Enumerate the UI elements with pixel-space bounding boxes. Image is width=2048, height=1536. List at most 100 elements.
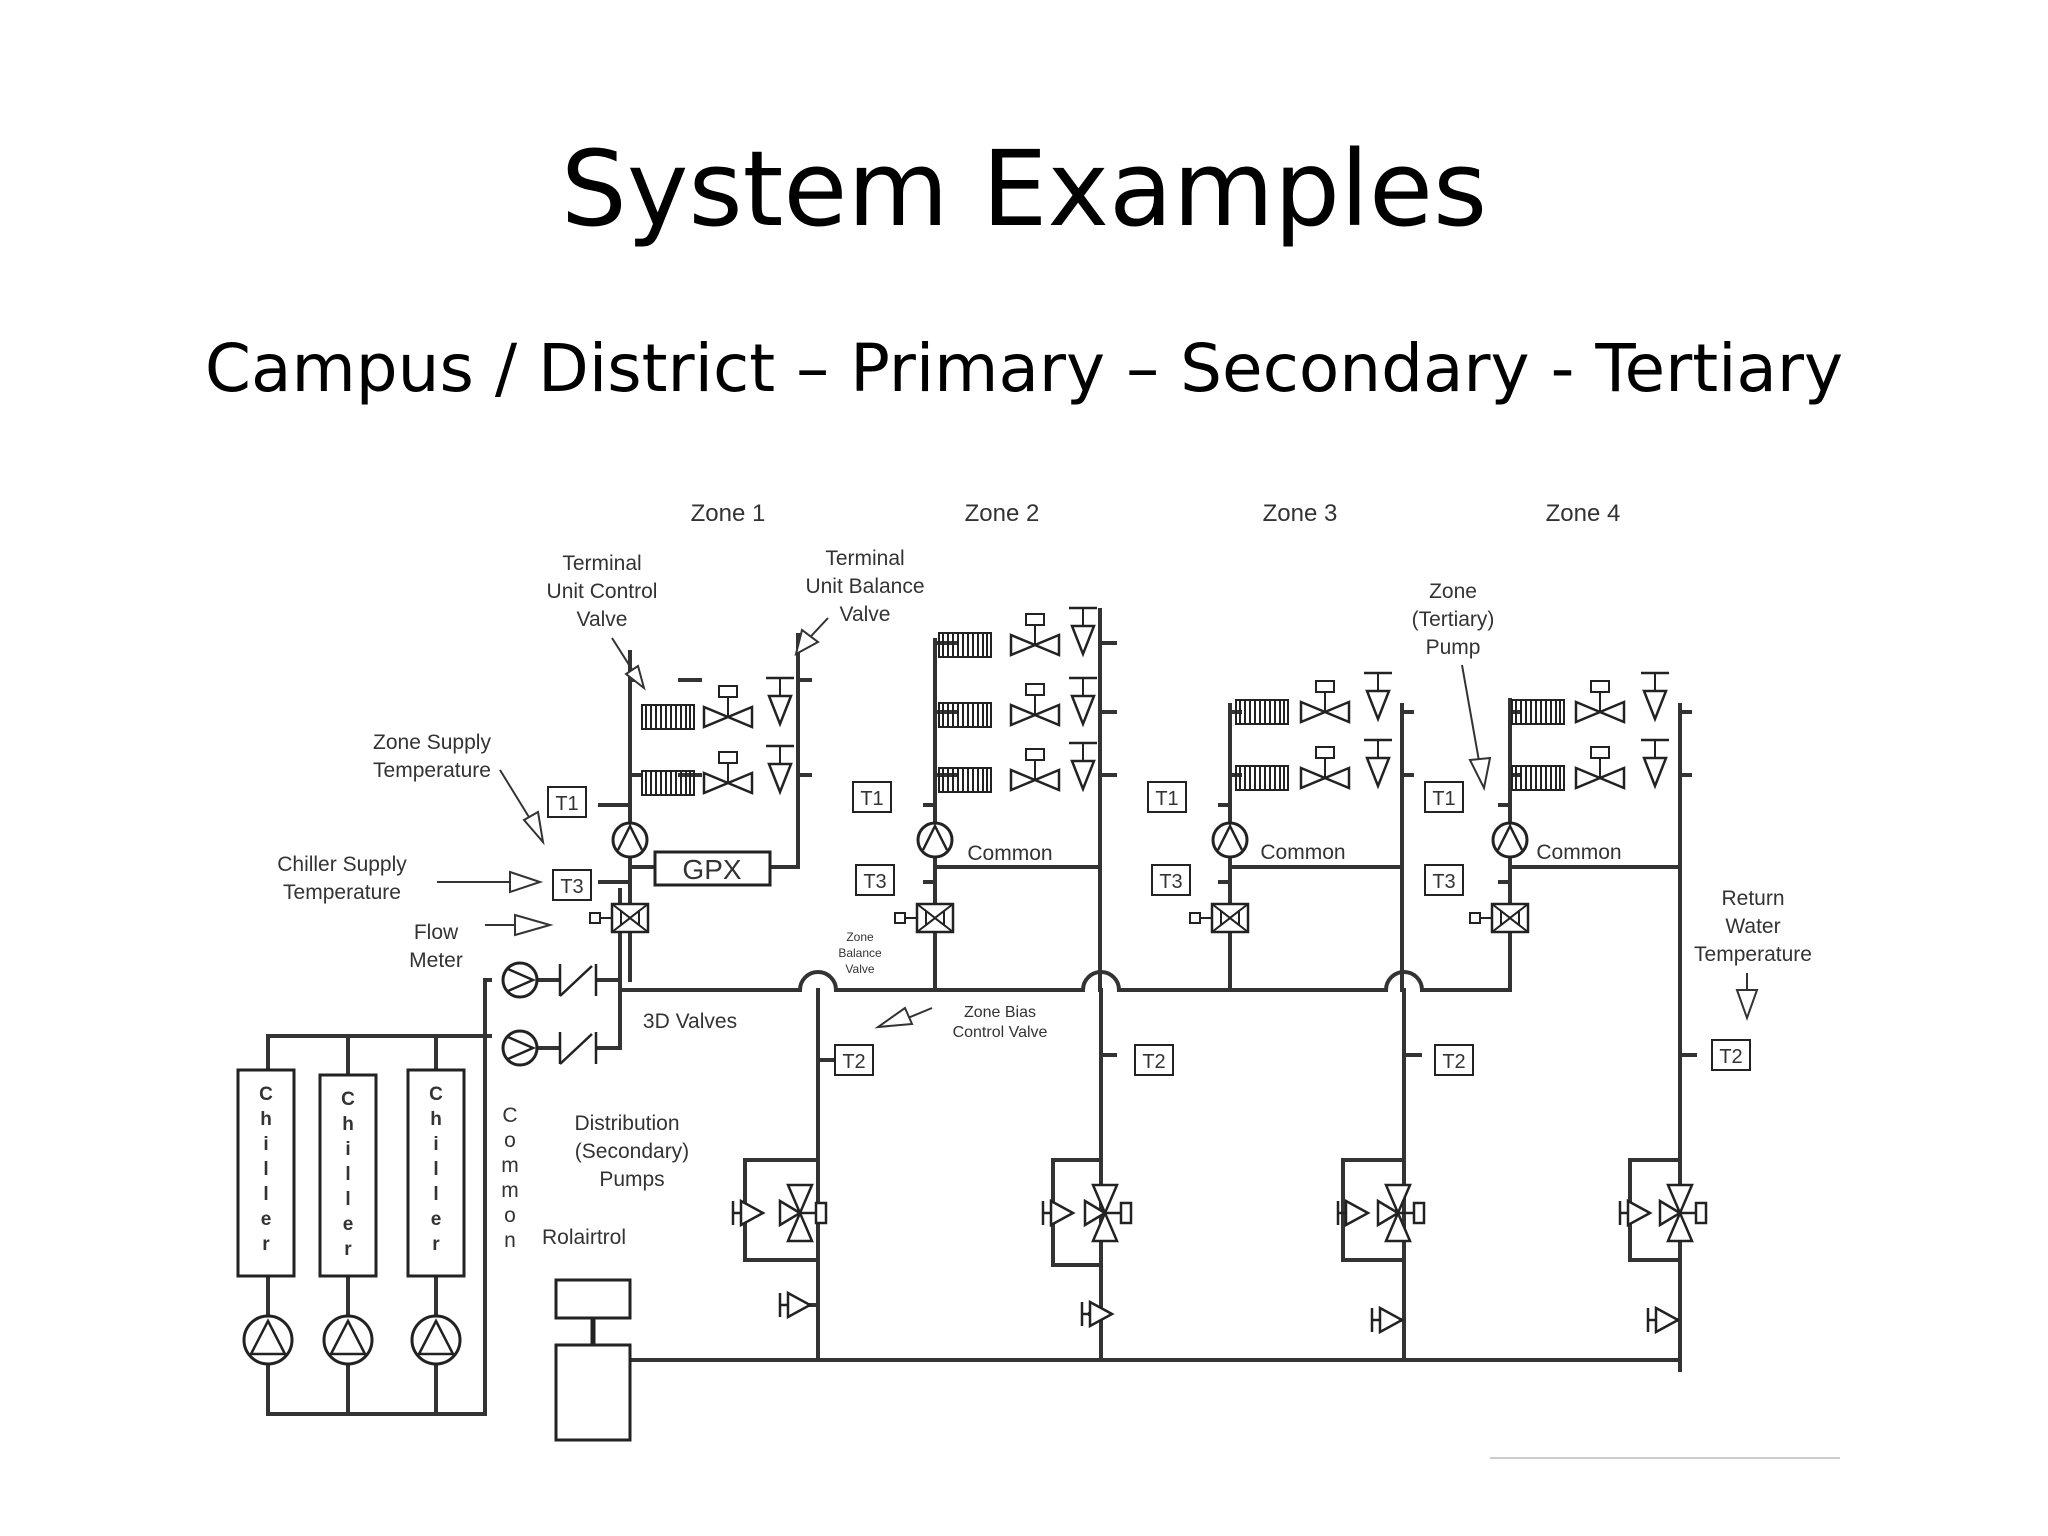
svg-text:h: h bbox=[342, 1114, 354, 1135]
svg-text:r: r bbox=[344, 1239, 352, 1260]
chiller-unit bbox=[236, 1068, 296, 1278]
svg-text:Valve: Valve bbox=[577, 608, 628, 631]
balance-valve-icon bbox=[1080, 1300, 1114, 1328]
chiller-pump-icon bbox=[410, 1314, 462, 1366]
svg-text:Terminal: Terminal bbox=[825, 547, 904, 570]
common-label: Common bbox=[1536, 841, 1621, 864]
svg-text:o: o bbox=[504, 1129, 516, 1152]
control-valve-icon bbox=[1574, 745, 1626, 790]
svg-text:Unit Balance: Unit Balance bbox=[805, 575, 924, 598]
sensor-tag-t1: T1 bbox=[547, 786, 587, 818]
svg-text:C: C bbox=[341, 1089, 355, 1110]
sensor-tag-t2: T2 bbox=[1434, 1044, 1474, 1076]
zone-balance-valve-icon bbox=[1468, 902, 1530, 934]
callout-zone-tertiary-pump: Zone (Tertiary) Pump bbox=[1412, 580, 1495, 659]
svg-text:Zone Supply: Zone Supply bbox=[373, 731, 491, 754]
sensor-tag-t1: T1 bbox=[1147, 781, 1187, 813]
callout-chiller-supply-temperature: Chiller Supply Temperature bbox=[277, 853, 407, 904]
check-valve-icon bbox=[558, 962, 598, 998]
sensor-tag-t3: T3 bbox=[1424, 864, 1464, 896]
svg-text:T2: T2 bbox=[1142, 1051, 1165, 1073]
zone-label: Zone 3 bbox=[1263, 500, 1338, 527]
svg-text:Flow: Flow bbox=[414, 921, 459, 944]
svg-text:Control Valve: Control Valve bbox=[953, 1024, 1048, 1041]
callout-terminal-unit-balance-valve: Terminal Unit Balance Valve bbox=[805, 547, 924, 626]
zone-balance-valve-icon bbox=[1188, 902, 1250, 934]
svg-text:Temperature: Temperature bbox=[1694, 943, 1812, 966]
svg-text:C: C bbox=[502, 1104, 517, 1127]
balance-valve-icon bbox=[764, 676, 796, 726]
svg-text:C: C bbox=[259, 1084, 273, 1105]
balance-valve-icon bbox=[1639, 738, 1671, 788]
chiller-pump-icon bbox=[242, 1314, 294, 1366]
chiller-unit bbox=[318, 1073, 378, 1278]
svg-text:C: C bbox=[429, 1084, 443, 1105]
svg-text:Pump: Pump bbox=[1426, 636, 1481, 659]
svg-text:Terminal: Terminal bbox=[562, 552, 641, 575]
balance-valve-icon bbox=[731, 1199, 765, 1227]
control-valve-icon bbox=[702, 684, 754, 729]
callout-return-water-temperature: Return Water Temperature bbox=[1694, 887, 1812, 966]
control-valve-icon bbox=[1009, 747, 1061, 792]
svg-text:e: e bbox=[431, 1209, 442, 1230]
coil-icon bbox=[1235, 765, 1289, 791]
coil-icon bbox=[1235, 699, 1289, 725]
svg-text:(Secondary): (Secondary) bbox=[575, 1140, 689, 1163]
sensor-tag-t2: T2 bbox=[1711, 1039, 1751, 1071]
svg-text:l: l bbox=[263, 1184, 268, 1205]
sensor-tag-t1: T1 bbox=[852, 781, 892, 813]
svg-text:m: m bbox=[501, 1179, 519, 1202]
sensor-tags: T1 T1 T1 T1 T3 T3 T3 T3 bbox=[547, 781, 1751, 1076]
coil-icon bbox=[641, 770, 695, 796]
svg-text:m: m bbox=[501, 1154, 519, 1177]
balance-valve-icon bbox=[1067, 741, 1099, 791]
balance-valve-icon bbox=[778, 1291, 812, 1319]
callout-zone-supply-temperature: Zone Supply Temperature bbox=[373, 731, 491, 782]
callout-flow-meter: Flow Meter bbox=[409, 921, 463, 972]
svg-text:T1: T1 bbox=[1155, 788, 1178, 810]
zone-label: Zone 1 bbox=[691, 500, 766, 527]
control-valve-icon bbox=[1009, 612, 1061, 657]
zone-balance-valve-icon bbox=[588, 902, 650, 934]
common-vertical-label: C o m m o n bbox=[501, 1104, 519, 1252]
svg-text:(Tertiary): (Tertiary) bbox=[1412, 608, 1495, 631]
balance-valve-icon bbox=[1618, 1199, 1652, 1227]
svg-text:i: i bbox=[433, 1134, 438, 1155]
chiller-label: C h i l l e r bbox=[259, 1084, 273, 1255]
tertiary-pump-icon bbox=[1491, 821, 1529, 859]
control-valve-icon bbox=[1574, 679, 1626, 724]
svg-text:n: n bbox=[504, 1229, 516, 1252]
rolairtrol-label: Rolairtrol bbox=[542, 1226, 626, 1249]
balance-valve-icon bbox=[1639, 671, 1671, 721]
hvac-schematic-diagram: GPX T1 T1 T1 T1 T3 T3 T3 bbox=[236, 500, 1840, 1459]
rolairtrol-body bbox=[554, 1343, 632, 1442]
sensor-tag-t1: T1 bbox=[1424, 781, 1464, 813]
balance-valve-icon bbox=[1067, 676, 1099, 726]
zone-bias-control-valve-icon bbox=[1083, 1183, 1133, 1243]
svg-text:T1: T1 bbox=[555, 793, 578, 815]
chiller-label: C h i l l e r bbox=[341, 1089, 355, 1260]
sensor-tag-t3: T3 bbox=[855, 864, 895, 896]
svg-text:i: i bbox=[345, 1139, 350, 1160]
svg-text:T2: T2 bbox=[842, 1051, 865, 1073]
svg-text:T1: T1 bbox=[860, 788, 883, 810]
svg-text:r: r bbox=[262, 1234, 270, 1255]
slide-subtitle: Campus / District – Primary – Secondary … bbox=[204, 330, 1844, 407]
svg-text:T1: T1 bbox=[1432, 788, 1455, 810]
svg-text:Unit Control: Unit Control bbox=[547, 580, 658, 603]
chiller-pump-icon bbox=[322, 1314, 374, 1366]
svg-text:Balance: Balance bbox=[838, 946, 882, 960]
svg-text:Zone Bias: Zone Bias bbox=[964, 1004, 1036, 1021]
distribution-pump-icon bbox=[501, 961, 539, 999]
coil-icon bbox=[641, 704, 695, 730]
balance-valve-icon bbox=[1362, 738, 1394, 788]
svg-text:Zone: Zone bbox=[1429, 580, 1477, 603]
coil-icon bbox=[1511, 765, 1565, 791]
zone-bias-control-valve-icon bbox=[1376, 1183, 1426, 1243]
balance-valve-icon bbox=[1646, 1306, 1680, 1334]
callout-arrows bbox=[437, 617, 1759, 1029]
control-valve-icon bbox=[1299, 745, 1351, 790]
gpx-exchanger bbox=[653, 850, 772, 887]
zone-balance-valve-icon bbox=[893, 902, 955, 934]
svg-text:l: l bbox=[263, 1159, 268, 1180]
